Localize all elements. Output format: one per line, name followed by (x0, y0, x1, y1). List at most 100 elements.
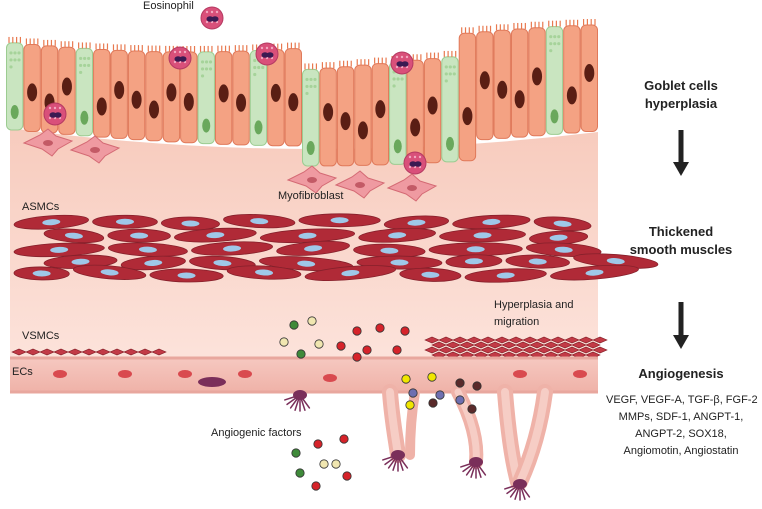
smooth-muscle-cell (259, 256, 354, 272)
myofibroblast-cell (286, 165, 338, 194)
vsmc-cell (592, 336, 608, 344)
angiogenic-factor-dot (339, 434, 349, 444)
smooth-muscle-cell (43, 228, 105, 244)
epithelial-cell (493, 24, 511, 139)
epithelial-cell (354, 59, 372, 166)
factor-line-3: ANGPT-2, SOX18, (635, 428, 727, 440)
angiogenic-factor-dot (400, 326, 410, 336)
stage-arrow-1 (673, 130, 689, 176)
myofibroblast-cell (22, 128, 74, 157)
goblet-cell (75, 42, 94, 137)
red-blood-cell (238, 370, 252, 378)
angiogenic-factors-label: Angiogenic factors (211, 427, 302, 439)
myofibroblast-cell (386, 173, 438, 202)
epithelial-cell (127, 45, 146, 141)
epithelial-cell (267, 43, 285, 147)
smooth-muscle-cell (529, 230, 589, 245)
angiogenic-factor-dot (342, 471, 352, 481)
hyperplasia-label-line1: Hyperplasia and (494, 299, 574, 311)
angiogenic-factor-dot (405, 400, 415, 410)
angiogenic-factor-dot (311, 481, 321, 491)
red-blood-cell (513, 370, 527, 378)
epithelial-cell (284, 42, 302, 147)
smooth-muscle-cell (533, 216, 592, 232)
vsmc-layer-left (11, 348, 167, 356)
eosinophil-cell (168, 46, 192, 70)
smooth-muscle-cell (160, 216, 220, 231)
angiogenic-factor-dot (279, 337, 289, 347)
angiogenic-factor-dot (427, 372, 437, 382)
smooth-muscle-cell (73, 264, 147, 280)
myofibroblast-group (22, 128, 438, 202)
myofibroblast-label: Myofibroblast (278, 190, 344, 202)
goblet-cell (197, 45, 215, 145)
angiogenic-factor-dot (352, 352, 362, 362)
goblet-stage-line1: Goblet cells (644, 78, 718, 93)
myofibroblast-cell (334, 170, 386, 199)
smooth-muscle-cell (445, 254, 503, 269)
angiogenic-factor-dot (331, 459, 341, 469)
stage-arrow-2 (673, 302, 689, 349)
tip-cell (382, 450, 409, 472)
epithelial-cell (528, 21, 546, 137)
smooth-muscle-cell (358, 228, 436, 243)
angiogenic-factor-dot (392, 345, 402, 355)
smooth-muscle-cell (174, 227, 257, 243)
smooth-muscle-cell (573, 253, 659, 269)
red-blood-cell (573, 370, 587, 378)
angiogenic-factor-dot (289, 320, 299, 330)
angiogenic-factor-dot (296, 349, 306, 359)
epithelial-cell (563, 19, 581, 134)
epithelial-cell (319, 62, 337, 167)
eosinophil-cell (390, 51, 414, 75)
factor-list: VEGF, VEGF-A, TGF-β, FGF-2 MMPs, SDF-1, … (606, 392, 758, 460)
angiogenesis-stage-title: Angiogenesis (638, 366, 724, 381)
epithelial-cell (476, 25, 494, 141)
epithelial-cell (23, 38, 41, 132)
epithelial-cell (232, 45, 250, 146)
angiogenic-factor-dot (295, 468, 305, 478)
smooth-muscle-cell (92, 214, 158, 229)
angiogenic-factor-dot (319, 459, 329, 469)
angiogenic-factor-dot (307, 316, 317, 326)
factor-line-4: Angiomotin, Angiostatin (623, 445, 739, 457)
smooth-muscle-cell (223, 214, 296, 229)
asmcs-label: ASMCs (22, 201, 60, 213)
smooth-muscle-cell (304, 265, 397, 281)
goblet-stage-title: Goblet cells hyperplasia (610, 77, 752, 113)
goblet-cell (441, 50, 459, 163)
smooth-muscle-cell (464, 268, 547, 283)
goblet-stage-line2: hyperplasia (644, 96, 718, 111)
angiogenic-factor-dots (279, 316, 482, 491)
red-blood-cell (178, 370, 192, 378)
epithelial-cell (336, 60, 355, 167)
epithelial-cell (180, 45, 198, 144)
vsmcs-label: VSMCs (22, 330, 60, 342)
smooth-muscle-cell (353, 243, 426, 258)
goblet-cell (545, 20, 564, 135)
angiogenic-factor-dot (336, 341, 346, 351)
tip-cell (284, 390, 311, 412)
smooth-muscle-cell (399, 267, 462, 282)
smooth-muscle-cell (439, 228, 526, 243)
eosinophil-group (43, 6, 427, 175)
goblet-cell (6, 36, 24, 131)
angiogenic-factor-dot (375, 323, 385, 333)
epithelial-cell (93, 43, 111, 138)
hyperplasia-label-line2: migration (494, 316, 540, 328)
epithelial-cell (406, 54, 424, 165)
angiogenic-factor-dot (313, 439, 323, 449)
red-blood-cell (118, 370, 132, 378)
smooth-muscle-cell (452, 214, 531, 230)
epithelial-cell (458, 27, 477, 162)
epithelial-cell (423, 52, 442, 164)
smooth-muscle-cell (298, 213, 381, 228)
myofibroblast-cell (69, 135, 121, 164)
factor-line-2: MMPs, SDF-1, ANGPT-1, (618, 411, 744, 423)
epithelial-cell (110, 44, 128, 139)
factor-line-1: VEGF, VEGF-A, TGF-β, FGF-2 (606, 394, 758, 406)
smooth-muscle-cell (550, 264, 639, 281)
angiogenic-factor-dot (472, 381, 482, 391)
smooth-muscle-cell (149, 268, 224, 283)
